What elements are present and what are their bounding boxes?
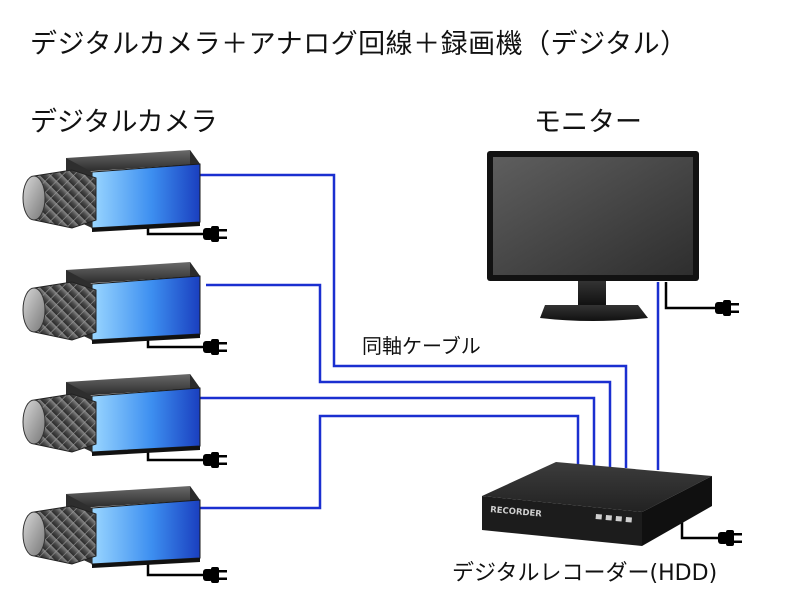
page-title: デジタルカメラ＋アナログ回線＋録画機（デジタル） (30, 29, 688, 60)
power-plug-icon (203, 567, 227, 583)
cable-3 (200, 396, 596, 468)
recorder-label: デジタルレコーダー(HDD) (452, 561, 718, 586)
power-plug-icon (203, 339, 227, 355)
cable-1 (200, 173, 628, 468)
power-plug-icon (715, 300, 739, 316)
monitor-icon (487, 151, 699, 321)
cameras-label: デジタルカメラ (30, 107, 218, 138)
cable-4 (200, 414, 580, 510)
security-camera-icon (22, 373, 201, 457)
power-plug-icon (718, 530, 742, 546)
security-camera-icon (22, 485, 201, 569)
coaxial-cable-label: 同軸ケーブル (362, 334, 481, 358)
power-plug-icon (203, 226, 227, 242)
recorder-brand-text: RECORDER (490, 505, 543, 520)
monitor-label: モニター (534, 107, 642, 138)
security-camera-icon (22, 261, 201, 345)
cable-2 (206, 283, 612, 468)
power-plug-icon (203, 452, 227, 468)
security-camera-icon (22, 149, 201, 233)
recorder-icon: RECORDER (482, 462, 712, 546)
coaxial-cables (200, 173, 660, 510)
